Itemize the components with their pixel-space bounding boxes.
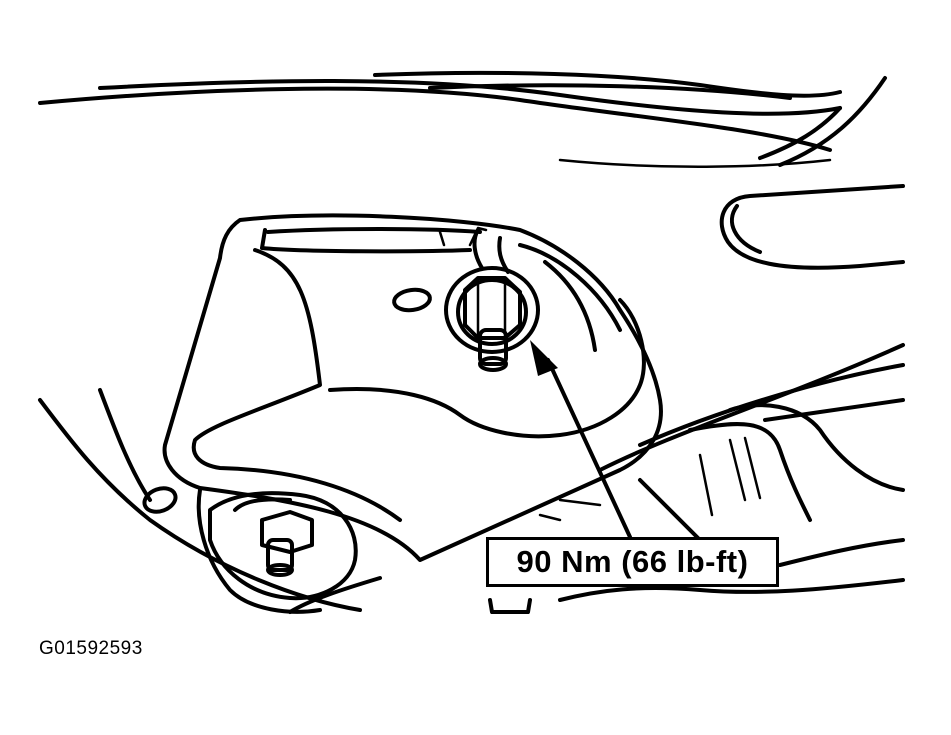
lower-bolt-assembly: [142, 486, 382, 614]
right-panel: [719, 184, 905, 270]
callout-arrow: [530, 340, 632, 539]
figure-code: G01592593: [39, 638, 143, 659]
arrowhead-icon: [530, 340, 558, 376]
body-contour-lines: [38, 70, 887, 169]
mount-bracket: [162, 213, 663, 562]
mount-stud-nut: [444, 228, 540, 372]
torque-spec-label: 90 Nm (66 lb-ft): [486, 537, 779, 587]
